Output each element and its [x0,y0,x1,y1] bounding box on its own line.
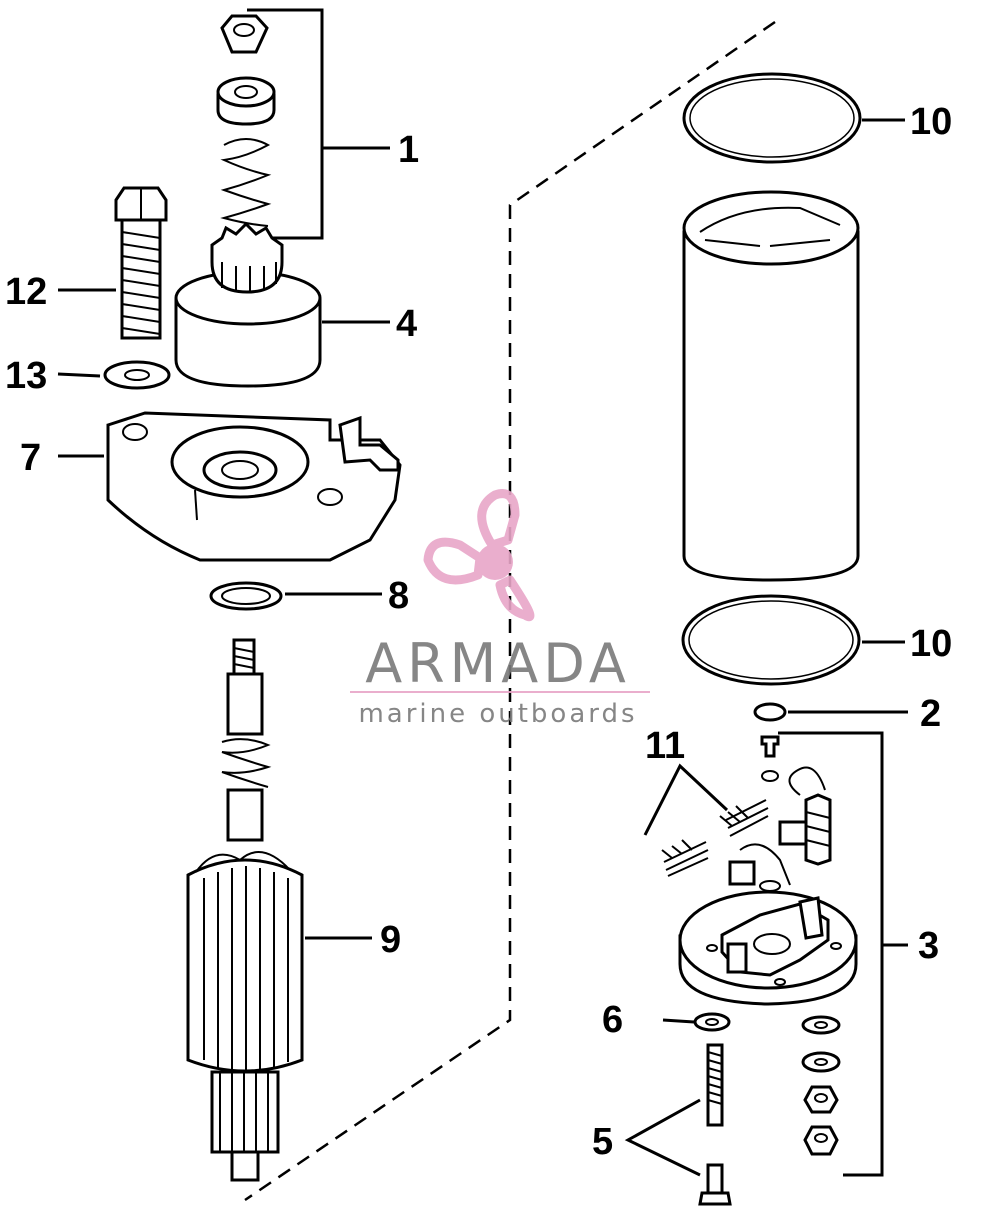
callout-7: 7 [20,437,41,479]
propeller-hub-icon [477,544,513,580]
part-5-through-bolts [698,1043,732,1206]
callout-2: 2 [920,693,941,735]
part-10-top-o-ring [682,72,862,164]
part-4-drive-gear [174,221,322,388]
callout-1: 1 [398,129,419,171]
dashed-assembly-line [244,20,776,1202]
part-6-lock-washer [693,1012,731,1032]
part-7-end-housing [106,411,402,562]
part-13-washer [103,360,171,390]
part-8-thrust-washer [209,581,283,611]
callout-11: 11 [645,725,685,767]
part-11-brush-springs [661,799,769,877]
leader-lines [57,118,908,1177]
callout-9: 9 [380,919,401,961]
starter-frame [682,190,860,582]
callout-12: 12 [5,271,47,313]
watermark-tagline: marine outboards [358,699,637,729]
callout-8: 8 [388,575,409,617]
part-12-bolt [114,186,168,340]
part-2-cap [753,702,787,722]
part-9-armature [186,638,304,1182]
watermark-brand: ARMADA [365,632,631,695]
callout-6: 6 [602,999,623,1041]
propeller-logo-icon [423,489,535,622]
callout-3: 3 [918,925,939,967]
callout-10-bottom: 10 [910,623,952,665]
part-3-brush-plate-assembly [678,731,884,1177]
armada-watermark: ARMADA marine outboards [350,489,650,729]
callout-13: 13 [5,355,47,397]
callout-labels: 1 12 4 13 7 8 9 10 10 2 11 3 6 5 [5,101,952,1163]
callout-5: 5 [592,1121,613,1163]
part-1-nut-washer-spring [216,8,324,240]
callout-10-top: 10 [910,101,952,143]
part-10-bottom-o-ring [681,594,861,686]
callout-4: 4 [396,303,417,345]
